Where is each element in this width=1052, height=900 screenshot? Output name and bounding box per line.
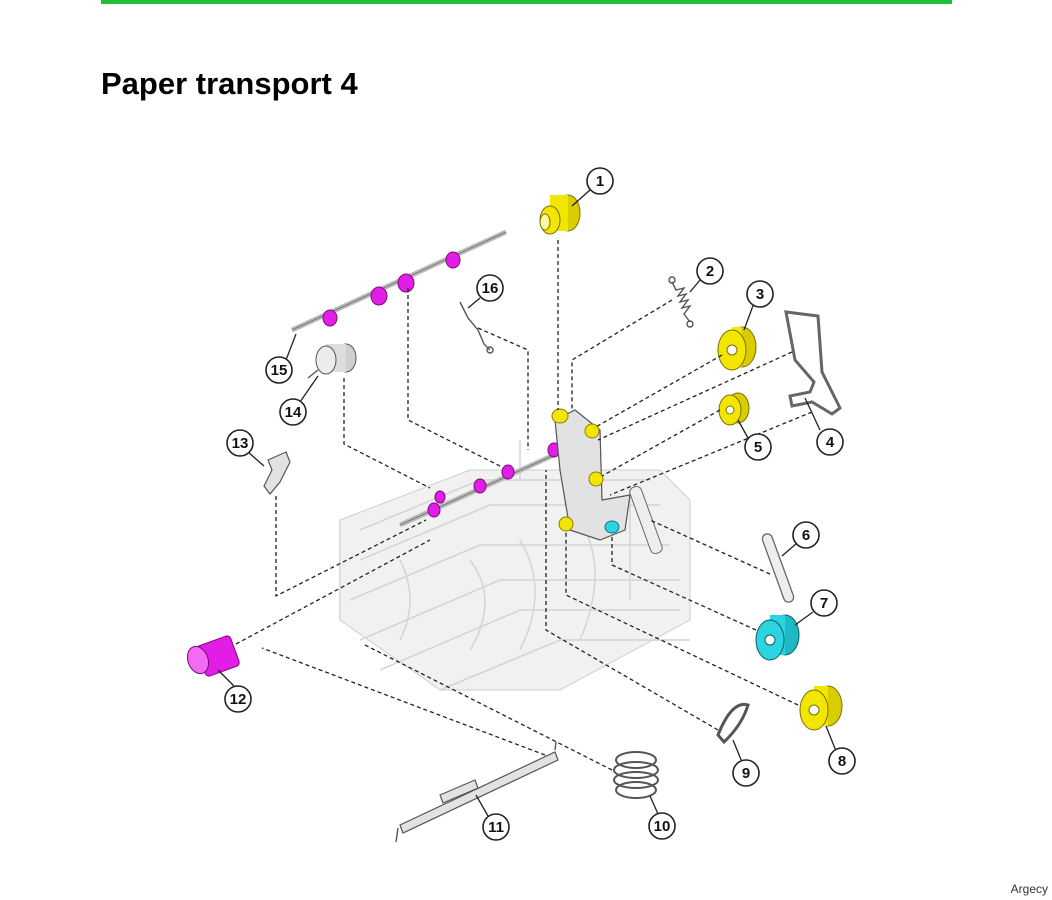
watermark: Argecy <box>1010 882 1048 896</box>
svg-text:6: 6 <box>802 527 810 544</box>
drive-belt-part-4 <box>784 310 842 416</box>
upper-shaft-with-rollers <box>290 229 508 333</box>
callout-13: 13 <box>226 429 254 457</box>
callout-9: 9 <box>732 759 760 787</box>
svg-text:5: 5 <box>754 439 762 456</box>
lower-shaft-with-rollers <box>398 442 567 528</box>
top-green-rule <box>101 0 952 4</box>
svg-text:7: 7 <box>820 595 828 612</box>
cyan-pulley-part-7 <box>755 614 800 661</box>
assembly-guide-lines <box>235 240 813 771</box>
callout-7: 7 <box>810 589 838 617</box>
compression-spring-part-10 <box>613 751 659 799</box>
callout-12: 12 <box>224 685 252 713</box>
svg-text:14: 14 <box>285 404 302 421</box>
callout-8: 8 <box>828 747 856 775</box>
svg-text:2: 2 <box>706 263 714 280</box>
small-belt-part-9 <box>716 702 750 745</box>
svg-text:10: 10 <box>654 818 671 835</box>
callout-14: 14 <box>279 398 307 426</box>
link-arm-part-6 <box>761 533 795 603</box>
extension-spring-part-2 <box>668 276 694 328</box>
callout-1: 1 <box>586 167 614 195</box>
yellow-gear-part-1 <box>539 194 581 235</box>
callout-10: 10 <box>648 812 676 840</box>
magenta-roller-part-12 <box>186 635 240 677</box>
callout-5: 5 <box>744 433 772 461</box>
yellow-gear-part-5 <box>718 392 750 426</box>
callout-leaders <box>217 189 837 817</box>
torsion-spring-part-16 <box>459 301 494 354</box>
svg-text:15: 15 <box>271 362 288 379</box>
callout-11: 11 <box>482 813 510 841</box>
callout-4: 4 <box>816 428 844 456</box>
callout-6: 6 <box>792 521 820 549</box>
yellow-pulley-part-8 <box>799 685 843 731</box>
callout-3: 3 <box>746 280 774 308</box>
svg-text:16: 16 <box>482 280 499 297</box>
svg-text:3: 3 <box>756 286 764 303</box>
latch-part-13 <box>263 451 291 495</box>
svg-text:13: 13 <box>232 435 249 452</box>
svg-text:11: 11 <box>488 819 504 836</box>
frame-assembly-ghost <box>339 440 691 691</box>
gear-train-plate <box>551 408 663 555</box>
callout-2: 2 <box>696 257 724 285</box>
svg-text:1: 1 <box>596 173 604 190</box>
svg-text:8: 8 <box>838 753 846 770</box>
motor-part-14 <box>307 343 357 379</box>
svg-text:4: 4 <box>826 434 835 451</box>
yellow-pulley-part-3 <box>717 326 757 371</box>
callout-15: 15 <box>265 356 293 384</box>
svg-text:9: 9 <box>742 765 750 782</box>
bracket-rail-part-11 <box>395 741 559 843</box>
callout-16: 16 <box>476 274 504 302</box>
svg-text:12: 12 <box>230 691 247 708</box>
page-title: Paper transport 4 <box>101 66 358 101</box>
